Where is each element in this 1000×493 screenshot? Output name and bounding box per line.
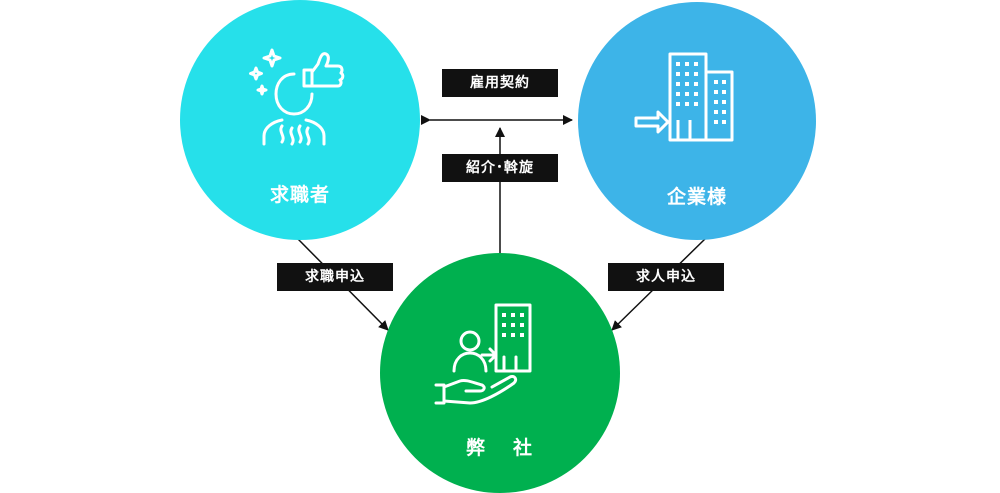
- company-node: 企業様: [578, 2, 816, 240]
- job-seeker-node: 求職者: [180, 0, 420, 240]
- hand-person-building-icon: [434, 303, 532, 405]
- job-seeker-label: 求職者: [269, 184, 330, 206]
- job-application-tag: 求職申込: [277, 263, 393, 291]
- introduction-mediation-tag: 紹介･斡旋: [442, 154, 558, 182]
- thumbs-up-person-icon: [249, 48, 345, 146]
- office-building-icon: [634, 52, 734, 142]
- employment-contract-tag: 雇用契約: [442, 69, 558, 97]
- job-posting-tag: 求人申込: [608, 263, 724, 291]
- company-label: 企業様: [666, 186, 727, 208]
- our-company-label: 弊社: [465, 437, 560, 459]
- our-company-node: 弊社: [380, 253, 620, 493]
